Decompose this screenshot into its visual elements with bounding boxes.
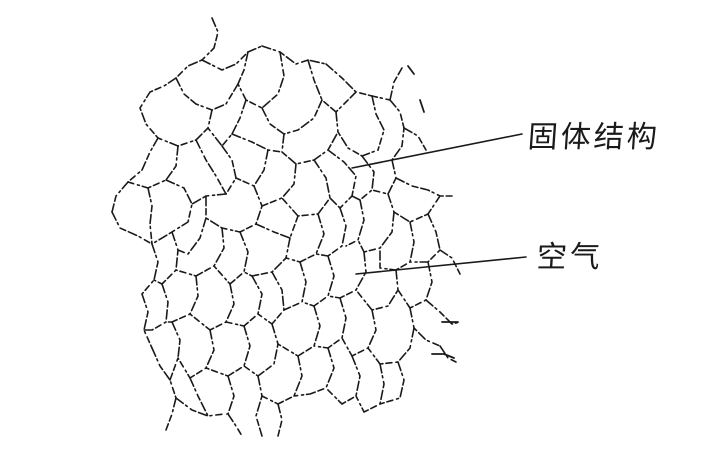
label-solid-structure: 固体结构	[526, 120, 661, 155]
edge-fragments	[407, 65, 459, 359]
label-air: 空气	[535, 240, 604, 275]
leader-line-solid	[351, 133, 523, 169]
leader-line-air	[355, 256, 527, 275]
cell-walls	[111, 17, 461, 437]
